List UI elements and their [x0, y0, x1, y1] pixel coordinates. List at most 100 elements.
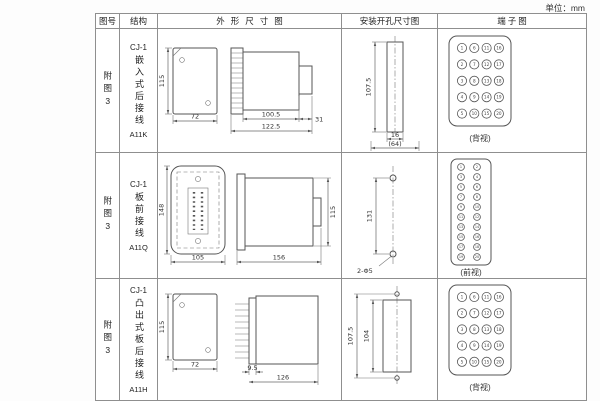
- unit-label: 单位：mm: [545, 3, 585, 13]
- terminal-block-outline: [448, 35, 511, 126]
- fig-no: 附图3: [102, 196, 113, 235]
- dim-body-depth: 126: [248, 365, 318, 385]
- mounting-hole-bottom: [393, 375, 400, 381]
- svg-text:9: 9: [459, 205, 461, 209]
- terminal-caption: (背视): [469, 133, 491, 143]
- svg-text:7: 7: [472, 61, 475, 66]
- svg-text:2: 2: [475, 165, 477, 169]
- side-view: [234, 295, 318, 365]
- panel-cutout: [386, 41, 403, 132]
- side-view: [236, 173, 321, 250]
- svg-text:4: 4: [460, 343, 463, 348]
- row1-structure-cell: CJ-1 嵌入式后接线 A11K: [120, 29, 158, 153]
- svg-text:9: 9: [472, 94, 475, 99]
- dim-body-depth: 100.5: [242, 95, 299, 122]
- svg-text:16: 16: [474, 235, 478, 239]
- row1-mounting-cell: 107.5 16 (64): [342, 29, 438, 153]
- row3-mounting-cell: 107.5 104: [342, 279, 438, 400]
- dim-span: (64): [370, 140, 419, 151]
- dim-front-width: 72: [172, 112, 217, 124]
- dim-pin-depth: 9.5: [241, 364, 263, 375]
- structure-desc: 板前接线: [134, 191, 144, 240]
- outline-drawing-a11q: 148 105 156: [159, 165, 337, 265]
- svg-text:15: 15: [483, 359, 489, 364]
- svg-text:16: 16: [496, 295, 502, 300]
- svg-text:17: 17: [496, 61, 502, 66]
- dim-front-width: 105: [170, 253, 225, 265]
- svg-text:18: 18: [474, 245, 478, 249]
- svg-text:20: 20: [496, 111, 502, 116]
- svg-text:13: 13: [458, 225, 462, 229]
- svg-text:8: 8: [472, 327, 475, 332]
- model-label: CJ-1: [130, 285, 147, 295]
- svg-text:3: 3: [460, 327, 463, 332]
- dim-text-hole-span: 131: [365, 209, 373, 221]
- svg-text:19: 19: [496, 94, 502, 99]
- svg-text:15: 15: [458, 235, 462, 239]
- svg-text:14: 14: [483, 343, 489, 348]
- svg-text:20: 20: [474, 255, 478, 259]
- mounting-hole-top: [393, 291, 400, 297]
- row3-outline-cell: 115 72 9.5: [158, 279, 342, 400]
- svg-text:12: 12: [483, 61, 489, 66]
- svg-text:6: 6: [472, 45, 475, 50]
- dim-text-tail-depth: 31: [315, 115, 323, 123]
- dim-hole-span: 131: [365, 177, 389, 254]
- structure-a11k: CJ-1 嵌入式后接线 A11K: [120, 42, 157, 139]
- svg-text:1: 1: [460, 45, 463, 50]
- structure-a11h: CJ-1 凸出式板后接线 A11H: [120, 285, 157, 394]
- fig-no: 附图3: [102, 71, 113, 110]
- row3-structure-cell: CJ-1 凸出式板后接线 A11H: [120, 279, 158, 400]
- header-mounting-label: 安装开孔尺寸图: [359, 16, 420, 26]
- dim-body-height: 115: [313, 177, 337, 246]
- structure-desc: 嵌入式后接线: [134, 54, 144, 127]
- svg-text:4: 4: [460, 94, 463, 99]
- front-view: [172, 293, 217, 361]
- svg-text:20: 20: [496, 359, 502, 364]
- svg-text:11: 11: [483, 45, 489, 50]
- svg-text:9: 9: [472, 343, 475, 348]
- structure-desc: 凸出式板后接线: [134, 297, 144, 382]
- dim-text-body-height: 115: [329, 205, 337, 217]
- dim-text-body-depth: 126: [276, 374, 288, 382]
- dim-text-front-height: 148: [159, 203, 166, 215]
- hole-size-label: 2-Φ5: [357, 255, 391, 275]
- dim-front-height: 148: [159, 165, 170, 254]
- svg-text:18: 18: [496, 327, 502, 332]
- svg-text:10: 10: [474, 205, 478, 209]
- mounting-drawing-a11q: 131 2-Φ5: [357, 165, 396, 275]
- code-label: A11K: [129, 129, 148, 139]
- svg-text:4: 4: [475, 175, 477, 179]
- dim-text-cutout-height: 107.5: [364, 77, 372, 96]
- terminal-caption: (前视): [460, 267, 482, 277]
- dim-cutout-height: 104: [362, 299, 382, 373]
- front-view: [170, 165, 225, 254]
- dim-front-height: 115: [159, 47, 172, 114]
- model-label: CJ-1: [130, 42, 147, 52]
- dim-text-front-width: 72: [190, 361, 198, 369]
- svg-text:5: 5: [459, 185, 461, 189]
- spec-table: 图号 结构 外形尺寸图 安装开孔尺寸图 端子图 附图3 CJ-1 嵌入式后接线 …: [95, 13, 587, 401]
- row2-figno-cell: 附图3: [96, 153, 120, 279]
- svg-text:10: 10: [471, 359, 477, 364]
- svg-text:2: 2: [460, 61, 463, 66]
- dim-text-cutout-height: 104: [362, 330, 370, 342]
- svg-text:12: 12: [474, 215, 478, 219]
- svg-text:1: 1: [460, 295, 463, 300]
- dim-text-hole-size: 2-Φ5: [357, 267, 373, 275]
- dim-cutout-width: 16: [386, 131, 403, 142]
- spec-grid: 图号 结构 外形尺寸图 安装开孔尺寸图 端子图 附图3 CJ-1 嵌入式后接线 …: [96, 14, 586, 400]
- mounting-drawing-a11h: 107.5 104: [346, 286, 411, 386]
- code-label: A11Q: [129, 242, 148, 252]
- dim-text-pin-depth: 9.5: [247, 364, 257, 372]
- row1-outline-cell: 115 72 100.5: [158, 29, 342, 153]
